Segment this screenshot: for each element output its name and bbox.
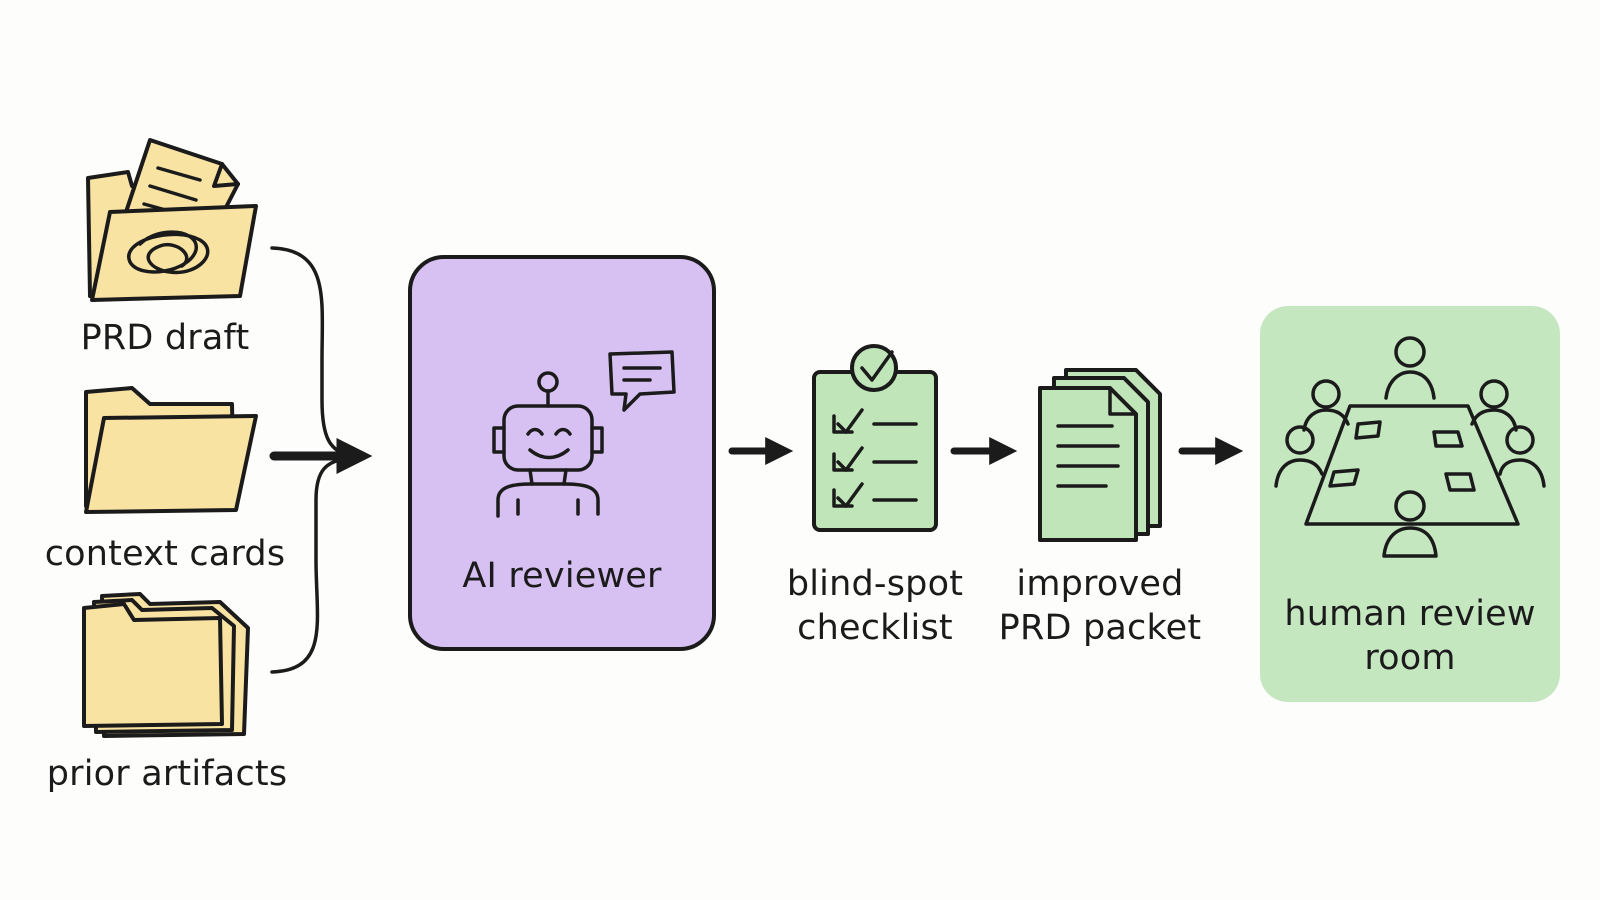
packet-label-line2: PRD packet <box>998 608 1202 648</box>
document-stack-icon <box>1038 368 1162 542</box>
input-label-prior-artifacts: prior artifacts <box>46 754 288 794</box>
input-label-context-cards: context cards <box>44 534 286 574</box>
folder-with-document-icon <box>86 138 258 302</box>
checklist-label-line1: blind-spot <box>786 564 964 604</box>
ai-reviewer-box <box>408 255 716 651</box>
stacked-folders-icon <box>82 592 250 738</box>
human-review-room-box <box>1260 306 1560 702</box>
input-label-prd-draft: PRD draft <box>80 318 250 358</box>
packet-label-line1: improved <box>1016 564 1184 604</box>
checklist-label-line2: checklist <box>797 608 953 648</box>
ai-reviewer-label: AI reviewer <box>462 556 662 596</box>
room-label-line1: human review <box>1284 594 1536 634</box>
robot-icon <box>492 371 604 518</box>
folder-icon <box>84 386 258 514</box>
speech-bubble-icon <box>608 350 676 412</box>
meeting-table-icon <box>1274 336 1546 558</box>
input-merge-connector <box>269 246 373 674</box>
checklist-icon <box>812 344 938 532</box>
room-label-line2: room <box>1364 638 1456 678</box>
